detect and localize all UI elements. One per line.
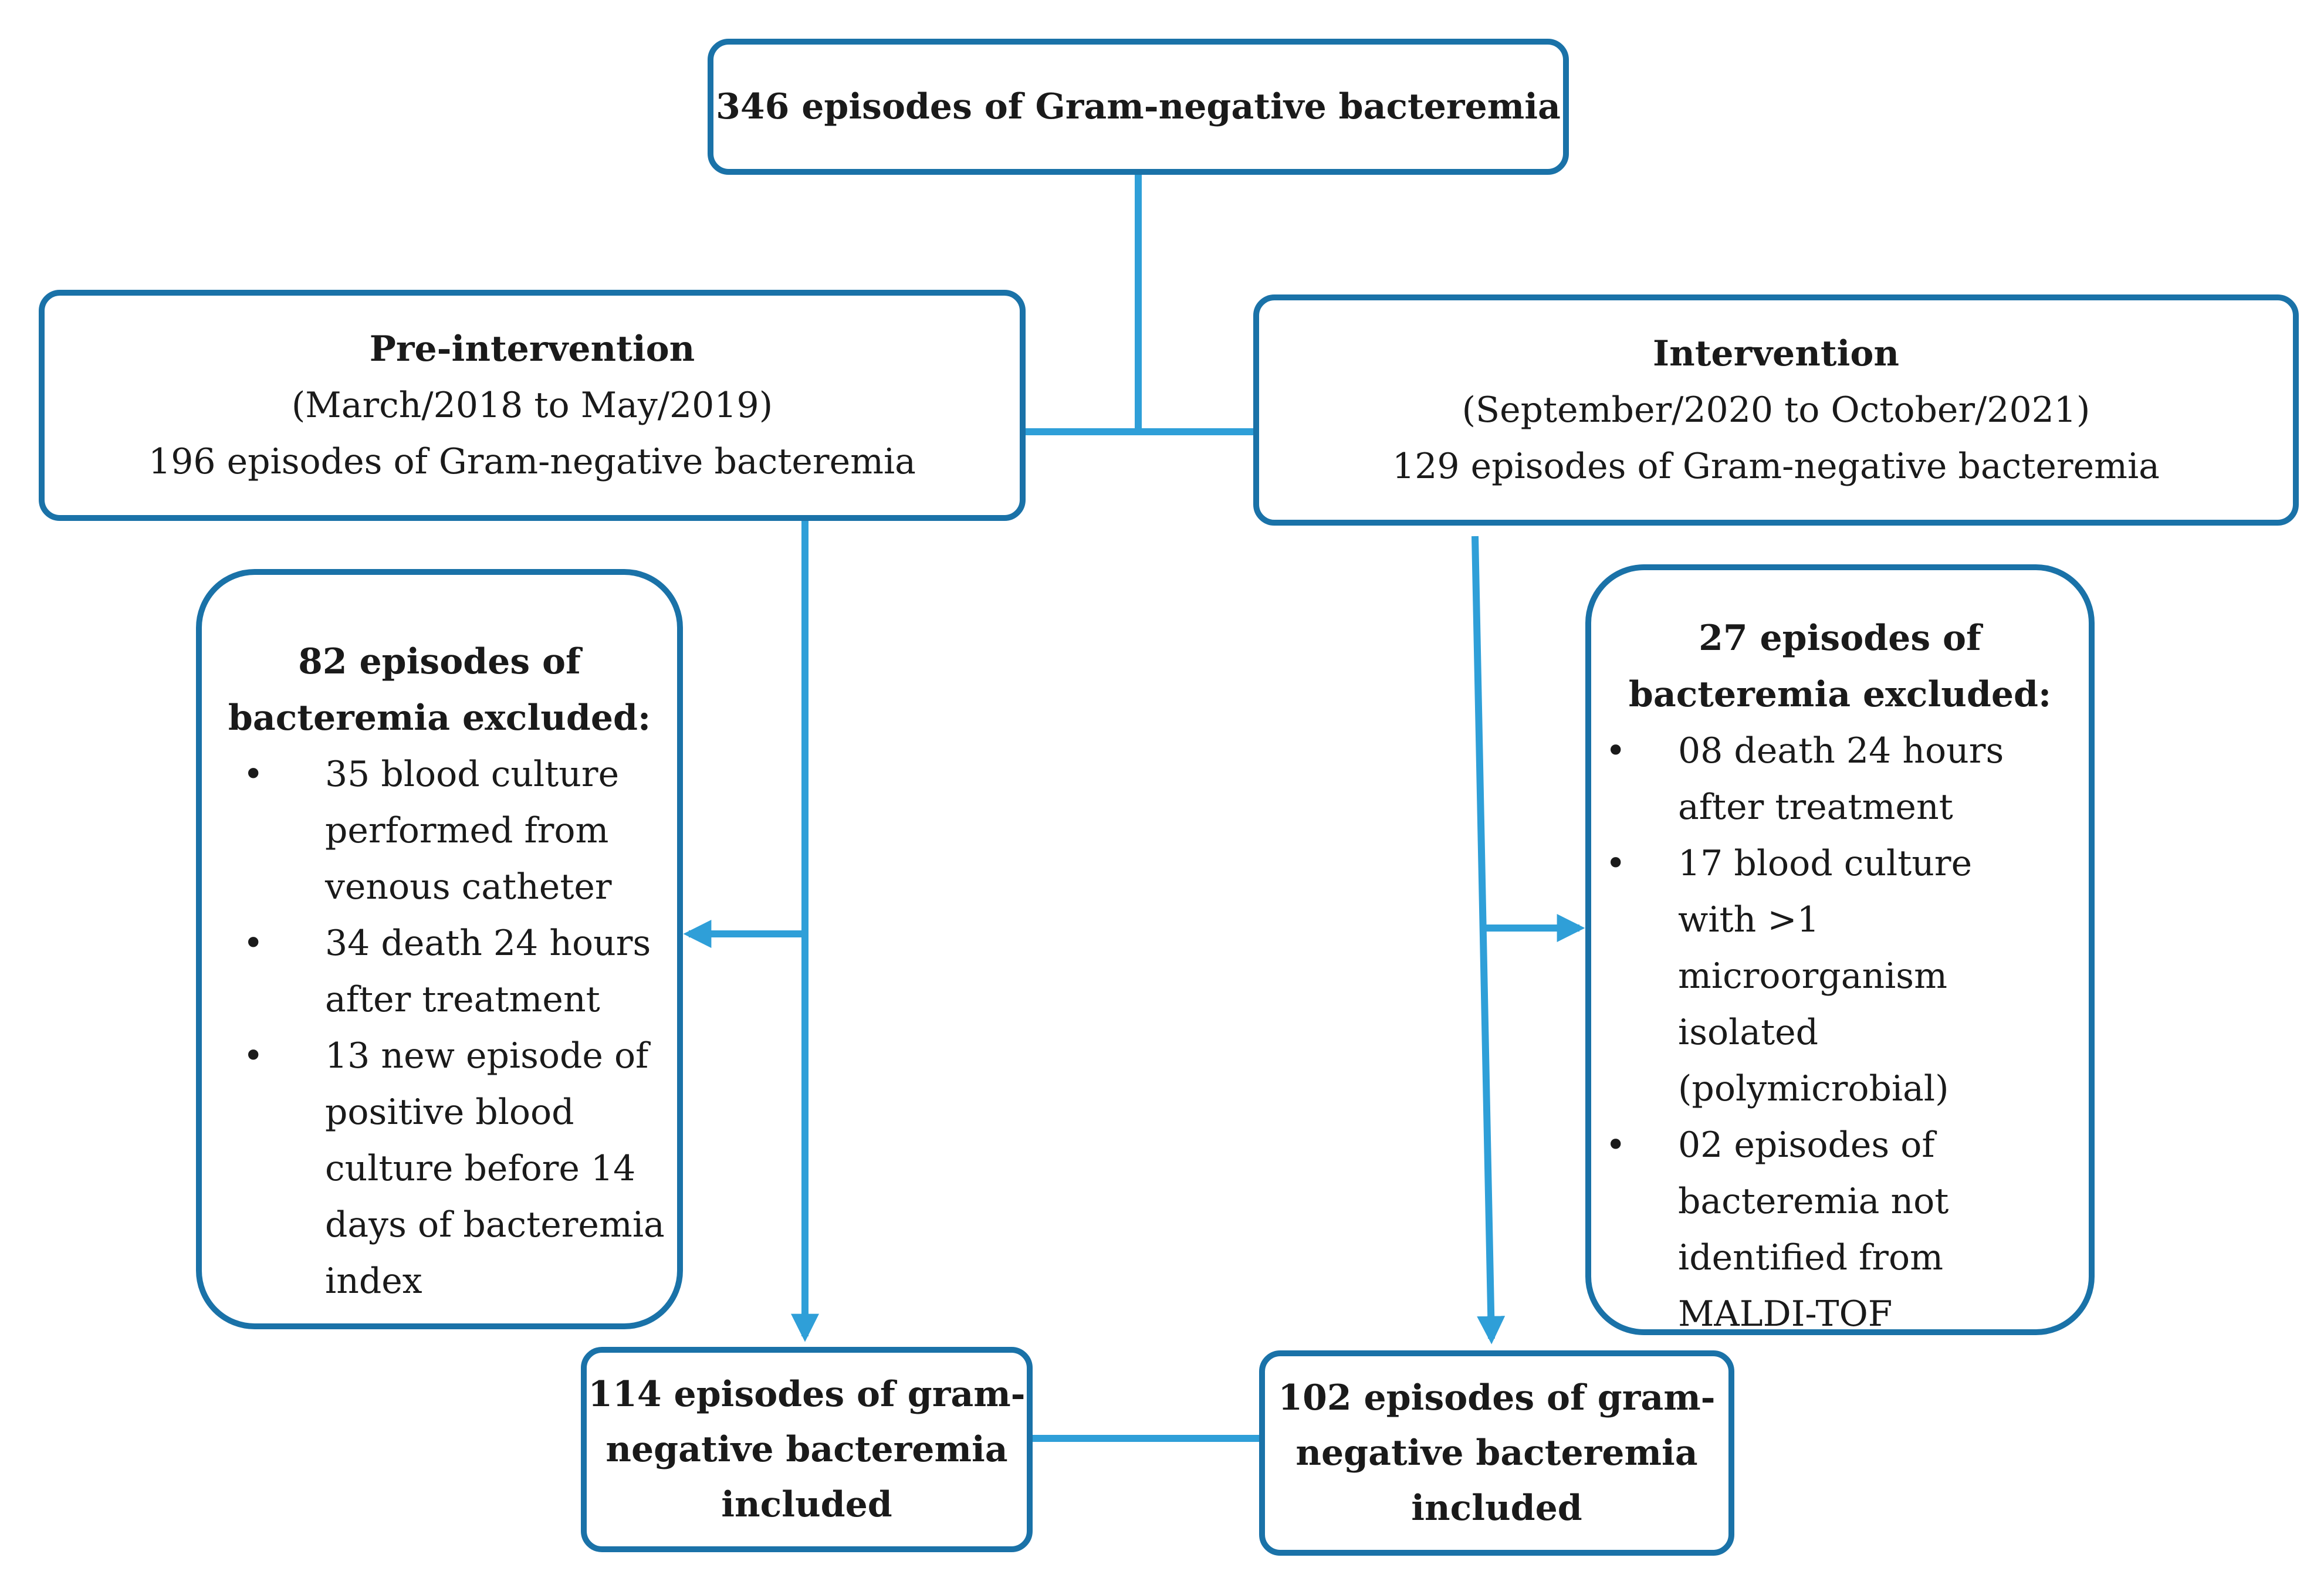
excluded-pre-item-line: days of bacteremia [325,1204,665,1245]
excluded-intervention-item-line: with >1 [1678,899,1819,940]
excluded-pre-item-line: performed from [325,810,609,851]
excluded-intervention-list: • 08 death 24 hours after treatment • 17… [1591,723,2089,1342]
excluded-intervention-title-line: bacteremia excluded: [1628,674,2052,715]
intervention-box: Intervention (September/2020 to October/… [1253,294,2299,526]
pre-intervention-box: Pre-intervention (March/2018 to May/2019… [39,290,1026,521]
excluded-pre-item-line: 35 blood culture [325,754,620,795]
included-pre-line: 114 episodes of gram- [588,1374,1026,1415]
bullet-icon: • [1605,1125,1626,1166]
excluded-pre-list: • 35 blood culture performed from venous… [202,746,677,1309]
bullet-icon: • [243,1035,264,1076]
included-intervention-line: 102 episodes of gram- [1278,1377,1716,1418]
connector-int-to-included [1471,536,1506,1345]
intervention-title: Intervention [1653,333,1899,374]
intervention-period: (September/2020 to October/2021) [1462,390,2090,431]
excluded-pre-box: 82 episodes of bacteremia excluded: • 35… [196,569,683,1329]
bullet-icon: • [1605,843,1626,884]
pre-intervention-title: Pre-intervention [369,329,695,370]
excluded-pre-item: • 13 new episode of positive blood cultu… [202,1028,677,1309]
excluded-pre-item-line: index [325,1261,422,1302]
included-pre-box: 114 episodes of gram- negative bacteremi… [581,1347,1033,1552]
excluded-pre-item: • 34 death 24 hours after treatment [202,915,677,1028]
excluded-intervention-item-line: (polymicrobial) [1678,1068,1949,1109]
included-intervention-box: 102 episodes of gram- negative bacteremi… [1259,1350,1734,1556]
excluded-pre-item-line: after treatment [325,979,600,1020]
excluded-intervention-item-line: 08 death 24 hours [1678,730,2004,771]
included-intervention-line: negative bacteremia [1295,1433,1698,1474]
excluded-intervention-item-line: 17 blood culture [1678,843,1973,884]
excluded-intervention-item-line: microorganism [1678,956,1947,997]
excluded-intervention-item: • 02 episodes of bacteremia not identifi… [1591,1117,2089,1342]
excluded-pre-item-line: venous catheter [325,866,612,907]
excluded-intervention-item-line: isolated [1678,1012,1819,1053]
intervention-count: 129 episodes of Gram-negative bacteremia [1392,446,2160,487]
bullet-icon: • [1605,730,1626,771]
included-pre-line: included [721,1484,892,1525]
included-pre-line: negative bacteremia [605,1429,1008,1470]
excluded-pre-title-line: 82 episodes of [298,641,581,682]
excluded-intervention-item-line: MALDI-TOF [1678,1293,1893,1335]
excluded-pre-item-line: 13 new episode of [325,1035,649,1076]
total-episodes-box: 346 episodes of Gram-negative bacteremia [708,39,1569,175]
excluded-pre-item-line: 34 death 24 hours [325,923,651,964]
pre-intervention-count: 196 episodes of Gram-negative bacteremia [148,441,916,482]
excluded-intervention-title: 27 episodes of bacteremia excluded: [1629,610,2051,723]
excluded-intervention-item-line: after treatment [1678,787,1953,828]
excluded-pre-item: • 35 blood culture performed from venous… [202,746,677,915]
excluded-pre-item-line: culture before 14 [325,1148,636,1189]
included-intervention-line: included [1411,1488,1582,1529]
bullet-icon: • [243,754,264,795]
excluded-pre-title: 82 episodes of bacteremia excluded: [228,634,651,746]
excluded-pre-item-line: positive blood [325,1092,574,1133]
excluded-intervention-title-line: 27 episodes of [1699,618,1981,659]
bullet-icon: • [243,923,264,964]
excluded-intervention-item: • 08 death 24 hours after treatment [1591,723,2089,835]
excluded-intervention-item-line: 02 episodes of [1678,1125,1935,1166]
excluded-intervention-item-line: identified from [1678,1237,1943,1278]
total-episodes-text: 346 episodes of Gram-negative bacteremia [716,86,1561,127]
excluded-intervention-item-line: bacteremia not [1678,1181,1949,1222]
excluded-intervention-item: • 17 blood culture with >1 microorganism… [1591,835,2089,1117]
excluded-pre-title-line: bacteremia excluded: [228,697,651,739]
excluded-intervention-box: 27 episodes of bacteremia excluded: • 08… [1585,564,2095,1335]
pre-intervention-period: (March/2018 to May/2019) [291,385,773,426]
